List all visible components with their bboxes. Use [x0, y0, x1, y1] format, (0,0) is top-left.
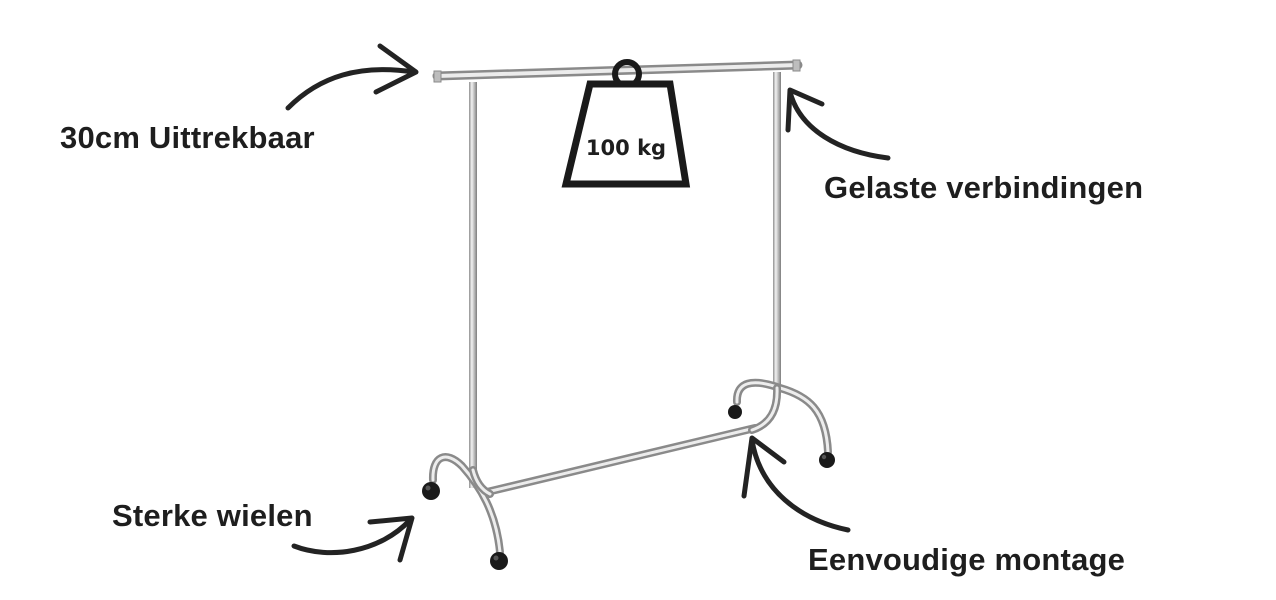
- right-base: [733, 378, 832, 456]
- wheel-back-right: [819, 452, 835, 468]
- label-extendable: 30cm Uittrekbaar: [60, 120, 315, 155]
- weight-label: 100 kg: [586, 136, 666, 160]
- arrow-welded-icon: [785, 87, 891, 161]
- arrow-wheels-icon: [291, 515, 415, 563]
- left-upright: [469, 82, 477, 488]
- weight-icon: 100 kg: [561, 59, 691, 188]
- arrow-extendable-icon: [285, 43, 419, 111]
- wheel-front-right: [490, 552, 508, 570]
- label-strong-wheels: Sterke wielen: [112, 498, 313, 533]
- label-easy-assembly: Eenvoudige montage: [808, 542, 1126, 577]
- right-upright: [773, 72, 781, 390]
- label-welded-joints: Gelaste verbindingen: [824, 170, 1144, 205]
- left-base: [428, 453, 504, 556]
- wheel-back-left: [728, 405, 742, 419]
- bottom-crossbar: [483, 424, 759, 496]
- wheel-front-left: [422, 482, 440, 500]
- arrow-assembly-icon: [741, 435, 851, 533]
